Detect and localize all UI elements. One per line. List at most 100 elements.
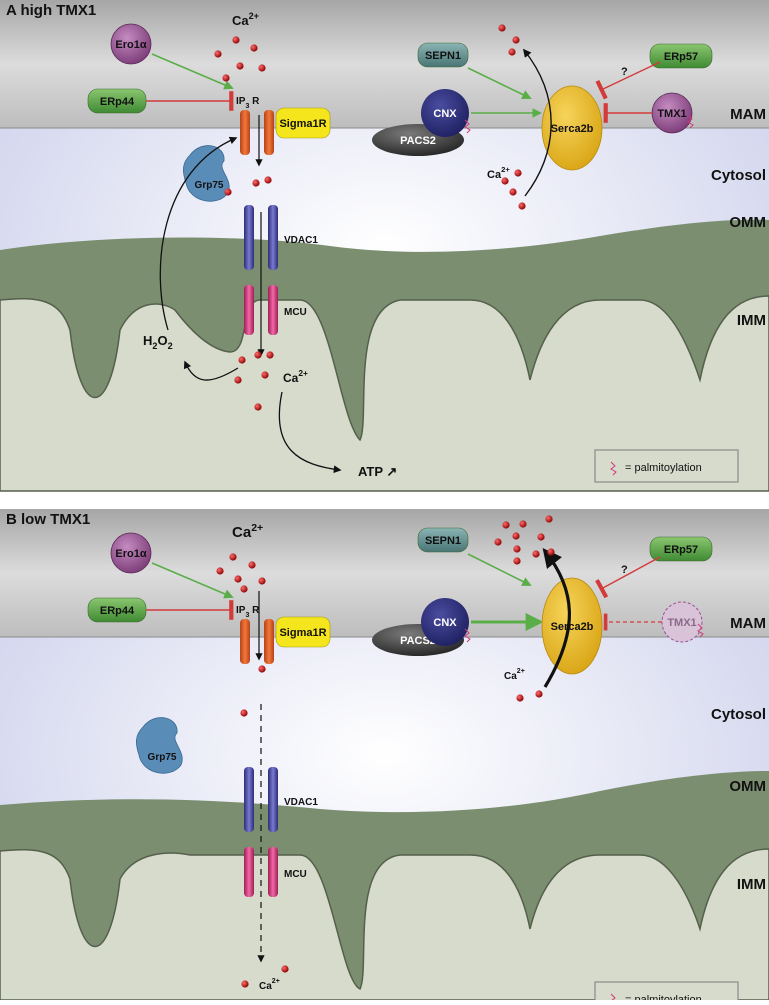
calcium-ion <box>240 709 248 717</box>
cnx-label: CNX <box>433 617 457 629</box>
calcium-ion <box>232 36 240 44</box>
legend-box <box>594 449 739 483</box>
legend-label: = palmitoylation <box>625 994 702 1000</box>
vdac1-label: VDAC1 <box>284 797 318 808</box>
tmx1-palmitoylation-icon <box>697 623 704 638</box>
calcium-ion <box>513 557 521 565</box>
calcium-ion <box>216 567 224 575</box>
calcium-ion <box>254 403 262 411</box>
calcium-ion <box>238 356 246 364</box>
erp57-protein-label: ERp57 <box>664 51 698 63</box>
calcium-ion <box>532 550 540 558</box>
calcium-ion <box>252 179 260 187</box>
ca-mito-label: Ca2+ <box>259 978 280 992</box>
calcium-ion <box>234 575 242 583</box>
calcium-ion <box>261 371 269 379</box>
cnx-label: CNX <box>433 108 457 120</box>
calcium-ion <box>240 585 248 593</box>
label-cytosol: Cytosol <box>711 167 766 184</box>
mcu-left-subunit <box>244 847 254 897</box>
vdac1-label: VDAC1 <box>284 235 318 246</box>
calcium-ion <box>258 577 266 585</box>
sepn1-protein: SEPN1 <box>417 527 469 553</box>
legend-label: = palmitoylation <box>625 462 702 474</box>
calcium-ion <box>509 188 517 196</box>
calcium-ion <box>508 48 516 56</box>
ros-arrow <box>183 360 239 381</box>
panel-title: B low TMX1 <box>6 511 90 528</box>
h2o2-feedback-arrow <box>159 136 238 331</box>
label-mam: MAM <box>730 106 766 123</box>
erp57-protein-label: ERp57 <box>664 544 698 556</box>
ca-cyto-label: Ca2+ <box>504 668 525 682</box>
ca-mito-label: Ca2+ <box>283 368 308 385</box>
cnx-palmitoylation-icon <box>464 119 471 134</box>
serca2b-label: Serca2b <box>551 123 594 135</box>
calcium-ion <box>547 548 555 556</box>
activation-arrow-sepn1 <box>467 553 532 586</box>
calcium-ion <box>512 36 520 44</box>
activation-arrow-sepn1 <box>467 67 532 99</box>
tmx1-palmitoylation-icon <box>687 114 694 129</box>
grp75-protein <box>135 717 183 774</box>
calcium-ion <box>281 965 289 973</box>
calcium-ion <box>236 62 244 70</box>
calcium-ion <box>224 188 232 196</box>
calcium-ion <box>494 538 502 546</box>
erp57-protein: ERp57 <box>649 536 713 562</box>
ip3r-label: IP3 R <box>236 605 260 619</box>
label-imm: IMM <box>737 876 766 893</box>
pacs2-label: PACS2 <box>400 635 436 647</box>
grp75-label: Grp75 <box>195 180 224 191</box>
erp44-protein: ERp44 <box>87 597 147 623</box>
sepn1-protein-shape <box>417 527 469 553</box>
tmx1-label: TMX1 <box>667 617 696 629</box>
tmx1-label: TMX1 <box>657 108 686 120</box>
label-mam: MAM <box>730 615 766 632</box>
calcium-ion <box>518 202 526 210</box>
panel-title: A high TMX1 <box>6 2 96 19</box>
calcium-ion <box>501 177 509 185</box>
sigma1r-label: Sigma1R <box>279 627 326 639</box>
calcium-ion <box>545 515 553 523</box>
atp-label: ATP ↗ <box>358 464 397 479</box>
calcium-ion <box>519 520 527 528</box>
label-omm: OMM <box>729 214 766 231</box>
calcium-ion <box>502 521 510 529</box>
serca-pump-arrow <box>522 48 552 197</box>
serca2b-protein <box>541 577 603 675</box>
calcium-ion <box>513 545 521 553</box>
serca-pump-arrow <box>542 547 571 688</box>
erp44-protein-label: ERp44 <box>100 96 135 108</box>
cnx-protein <box>421 89 469 137</box>
calcium-ion <box>229 553 237 561</box>
vdac1-right-subunit <box>268 767 278 832</box>
erp44-protein-label: ERp44 <box>100 605 135 617</box>
serca2b-protein <box>541 85 603 171</box>
label-omm: OMM <box>729 778 766 795</box>
sigma1r-label: Sigma1R <box>279 118 326 130</box>
mcu-left-subunit <box>244 285 254 335</box>
calcium-ion <box>264 176 272 184</box>
question-mark: ? <box>621 564 628 576</box>
calcium-ion <box>266 351 274 359</box>
ero1a-label: Ero1α <box>115 548 146 560</box>
calcium-ion <box>258 64 266 72</box>
ip3r-left-subunit <box>240 110 250 155</box>
activation-arrow-ero1 <box>151 53 234 90</box>
h2o2-label: H2O2 <box>143 333 173 351</box>
sepn1-protein-label: SEPN1 <box>425 535 461 547</box>
sepn1-protein-shape <box>417 42 469 68</box>
erp57-protein-shape <box>649 43 713 69</box>
label-imm: IMM <box>737 312 766 329</box>
inhibition-line-erp57 <box>595 61 661 100</box>
calcium-ion <box>248 561 256 569</box>
question-mark: ? <box>621 66 628 78</box>
calcium-ion <box>234 376 242 384</box>
vdac1-left-subunit <box>244 205 254 270</box>
calcium-ion <box>250 44 258 52</box>
calcium-ion <box>516 694 524 702</box>
calcium-ion <box>258 665 266 673</box>
